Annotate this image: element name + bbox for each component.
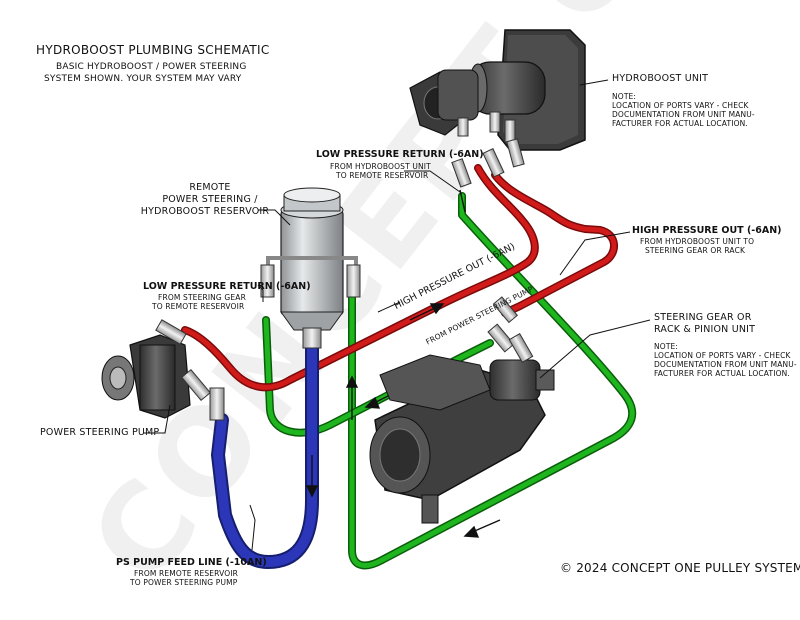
steering-gear-drawing — [369, 296, 555, 524]
reservoir-label-line-2: POWER STEERING / — [162, 194, 258, 205]
hp-out-right-line-2: STEERING GEAR OR RACK — [645, 246, 746, 255]
ps-pump-feed-line — [211, 338, 319, 569]
steering-gear-note-line-3: FACTURER FOR ACTUAL LOCATION. — [654, 369, 790, 378]
lp-return-top-line-1: FROM HYDROBOOST UNIT — [330, 162, 431, 171]
ps-feed-line-2: TO POWER STEERING PUMP — [130, 578, 238, 587]
lp-return-left-line-1: FROM STEERING GEAR — [158, 293, 246, 302]
hydroboost-note-line-1: LOCATION OF PORTS VARY - CHECK — [612, 101, 749, 110]
hydroboost-unit-label: HYDROBOOST UNIT — [612, 73, 709, 84]
steering-gear-note-line-2: DOCUMENTATION FROM UNIT MANU- — [654, 360, 797, 369]
steering-gear-note-head: NOTE: — [654, 342, 679, 351]
lp-return-left-title: LOW PRESSURE RETURN (-6AN) — [143, 281, 311, 292]
subtitle-line-1: BASIC HYDROBOOST / POWER STEERING — [56, 62, 247, 72]
reservoir-label-line-3: HYDROBOOST RESERVOIR — [140, 206, 270, 217]
power-steering-pump-drawing — [101, 319, 225, 421]
hydroboost-note-line-3: FACTURER FOR ACTUAL LOCATION. — [612, 119, 748, 128]
steering-gear-title-line-2: RACK & PINION UNIT — [654, 324, 756, 335]
low-pressure-return-steering-line — [262, 316, 494, 437]
ps-feed-title: PS PUMP FEED LINE (-10AN) — [116, 557, 267, 568]
flow-arrows — [305, 189, 501, 538]
hp-out-right-line-1: FROM HYDROBOOST UNIT TO — [640, 237, 755, 246]
reservoir-label-line-1: REMOTE — [189, 182, 231, 193]
lp-return-top-line-2: TO REMOTE RESERVOIR — [336, 171, 429, 180]
lp-return-top-title: LOW PRESSURE RETURN (-6AN) — [316, 149, 484, 160]
hydroboost-unit-drawing — [409, 29, 586, 151]
copyright-text: © 2024 CONCEPT ONE PULLEY SYSTEMS — [560, 561, 800, 575]
hp-out-right-title: HIGH PRESSURE OUT (-6AN) — [632, 225, 782, 236]
diagram-title: HYDROBOOST PLUMBING SCHEMATIC — [36, 43, 270, 57]
leader-lines — [143, 79, 651, 551]
steering-gear-note-line-1: LOCATION OF PORTS VARY - CHECK — [654, 351, 791, 360]
hydroboost-fittings — [451, 138, 525, 188]
hydroboost-note-line-2: DOCUMENTATION FROM UNIT MANU- — [612, 110, 755, 119]
power-steering-pump-label: POWER STEERING PUMP — [40, 427, 160, 438]
steering-gear-title-line-1: STEERING GEAR OR — [654, 312, 752, 323]
hp-out-mid-line: FROM POWER STEERING PUMP — [424, 284, 535, 347]
subtitle-line-2: SYSTEM SHOWN. YOUR SYSTEM MAY VARY — [44, 74, 242, 84]
high-pressure-pump-line — [181, 164, 539, 392]
high-pressure-hydroboost-line — [491, 171, 618, 317]
lp-return-left-line-2: TO REMOTE RESERVOIR — [152, 302, 245, 311]
ps-feed-line-1: FROM REMOTE RESERVOIR — [134, 569, 239, 578]
remote-reservoir-drawing — [260, 187, 361, 349]
hydroboost-note-head: NOTE: — [612, 92, 637, 101]
